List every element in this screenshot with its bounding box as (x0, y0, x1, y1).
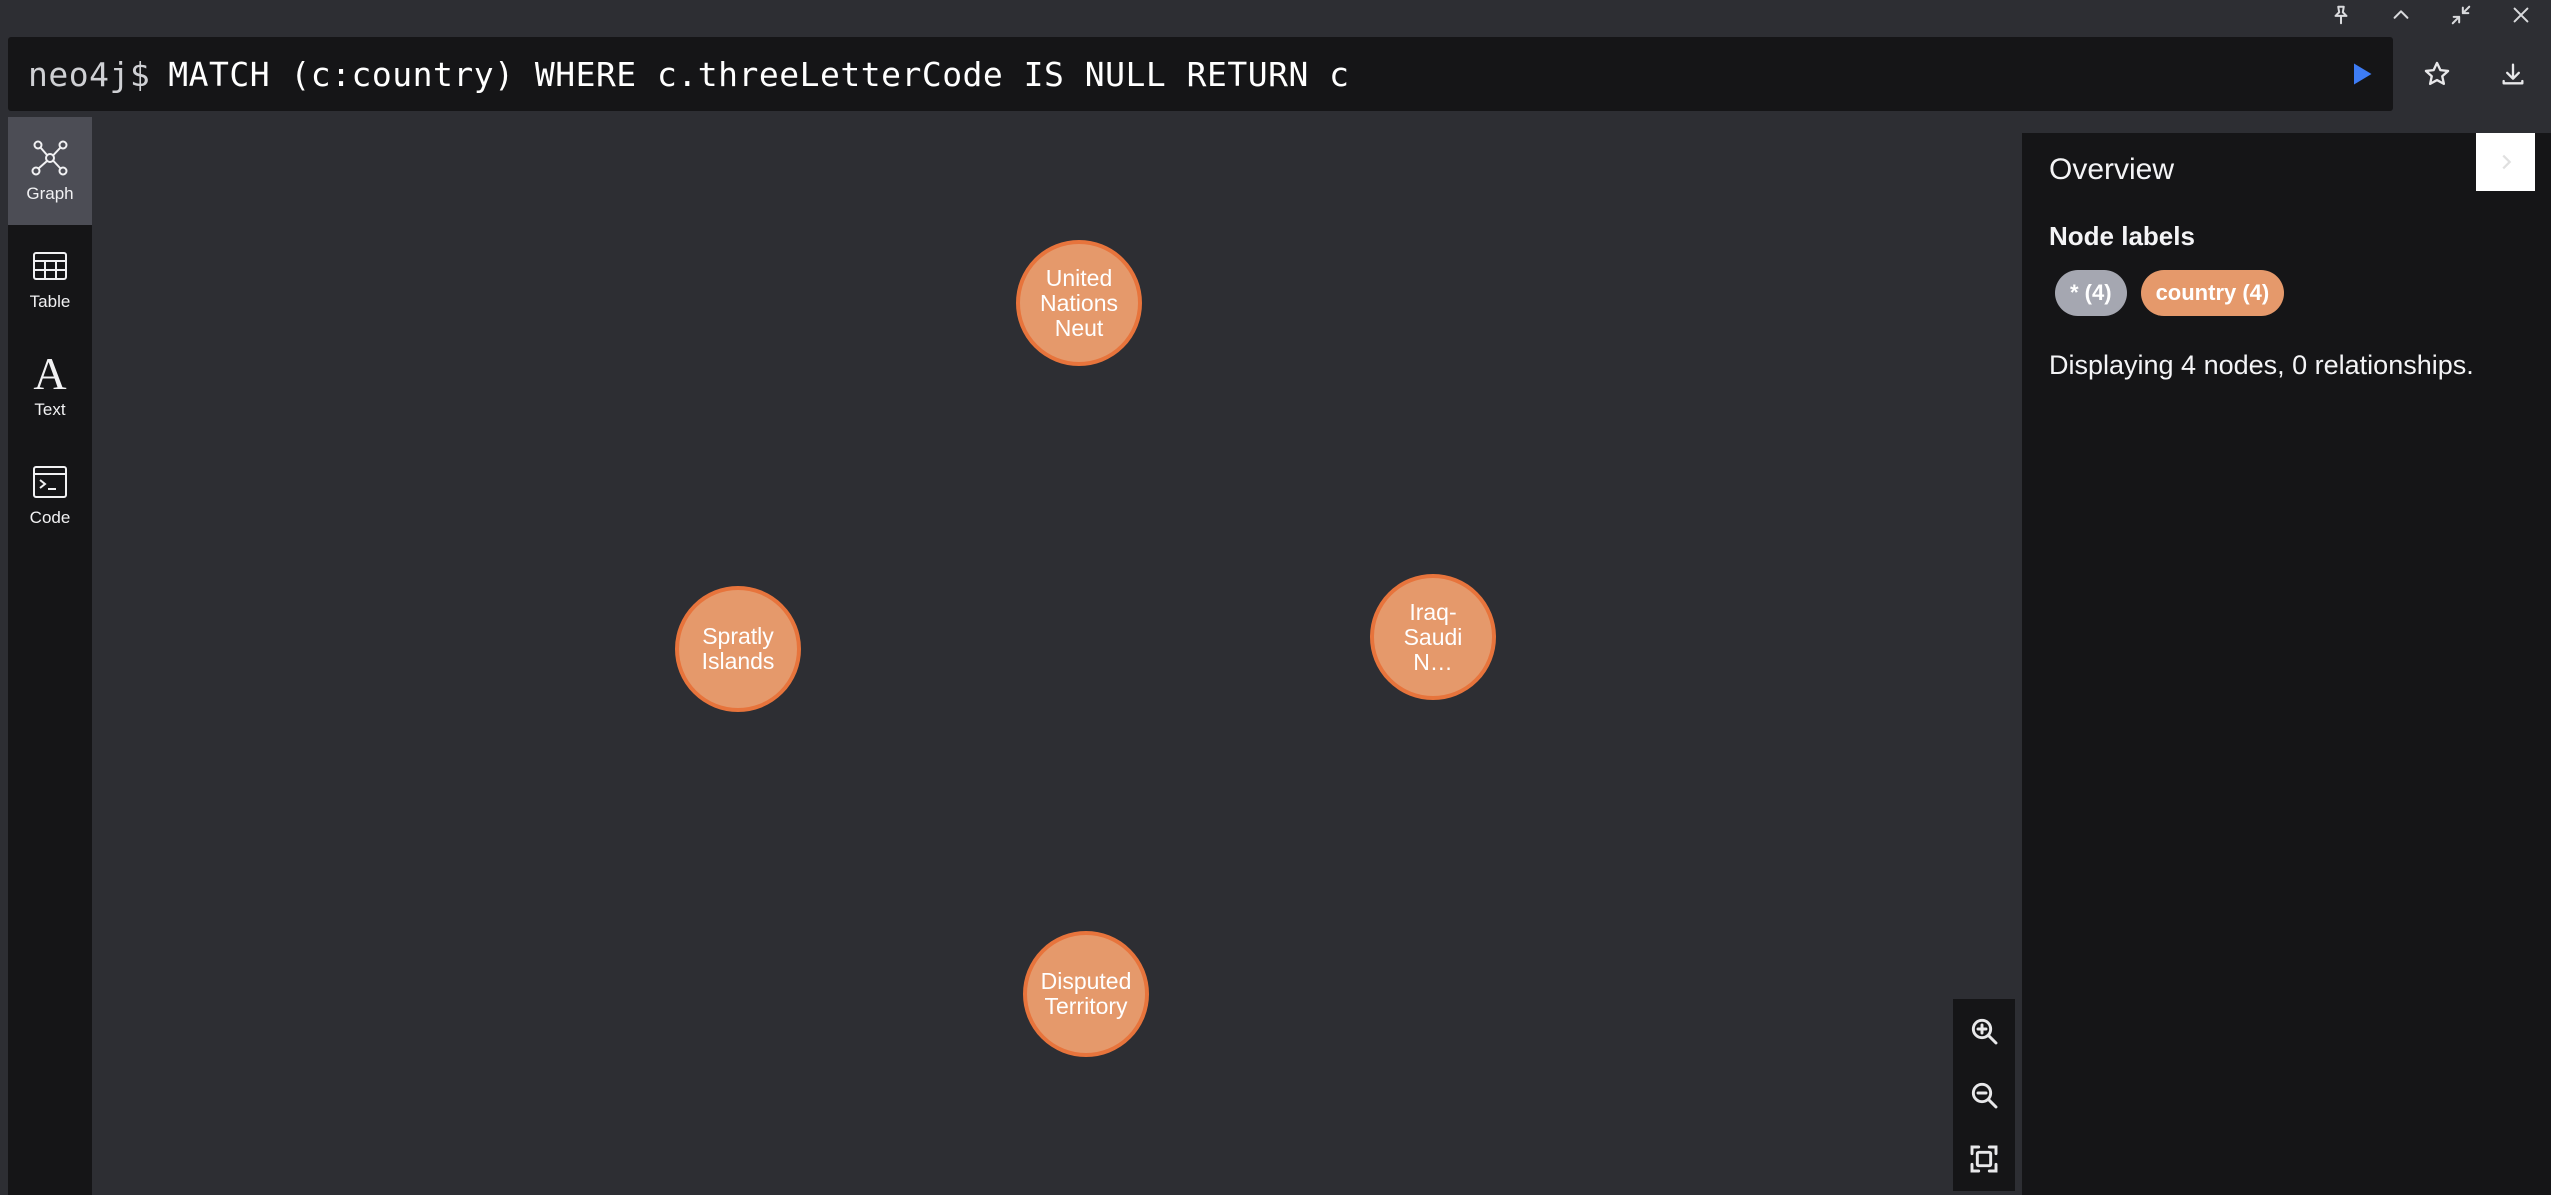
run-button[interactable] (2323, 37, 2399, 111)
download-button[interactable] (2475, 37, 2551, 111)
graph-icon (31, 140, 68, 176)
sidebar-label-code: Code (29, 508, 71, 527)
overview-panel: Overview Node labels * (4) country (4) D… (2022, 133, 2551, 1195)
collapse-overview-button[interactable] (2476, 133, 2535, 191)
sidebar-label-text: Text (34, 400, 66, 419)
graph-node[interactable]: Iraq-Saudi N… (1370, 574, 1496, 700)
download-icon (2502, 63, 2524, 85)
overview-title: Overview (2049, 153, 2175, 186)
sidebar-label-graph: Graph (26, 184, 74, 203)
collapse-frame-button[interactable] (2371, 0, 2431, 30)
node-label-chips: * (4) country (4) (2055, 270, 2551, 316)
zoom-out-icon (1971, 1082, 1998, 1109)
zoom-in-icon (1971, 1018, 1998, 1045)
query-text[interactable]: MATCH (c:country) WHERE c.threeLetterCod… (168, 54, 1350, 94)
close-icon (2513, 7, 2529, 23)
fit-to-screen-button[interactable] (1953, 1127, 2015, 1191)
zoom-out-button[interactable] (1953, 1063, 2015, 1127)
node-labels-heading: Node labels (2049, 221, 2195, 251)
zoom-controls (1953, 999, 2015, 1191)
view-sidebar: Graph Table A Text Code (8, 117, 92, 1195)
sidebar-item-graph[interactable]: Graph (8, 117, 92, 225)
graph-node[interactable]: Disputed Territory (1023, 931, 1149, 1057)
text-icon: A (33, 348, 67, 399)
table-icon (33, 252, 67, 280)
zoom-in-button[interactable] (1953, 999, 2015, 1063)
graph-node[interactable]: Spratly Islands (675, 586, 801, 712)
close-button[interactable] (2491, 0, 2551, 30)
graph-canvas[interactable]: United Nations Neut Spratly Islands Iraq… (92, 117, 2022, 1195)
chip-all-nodes[interactable]: * (4) (2055, 270, 2127, 316)
node-caption: Disputed Territory (1040, 968, 1132, 1019)
chip-country[interactable]: country (4) (2140, 270, 2285, 316)
node-caption: Spratly Islands (701, 623, 775, 674)
sidebar-item-table[interactable]: Table (8, 225, 92, 333)
node-caption: United Nations Neut (1040, 264, 1118, 341)
pin-icon (2334, 5, 2348, 25)
graph-node[interactable]: United Nations Neut (1016, 240, 1142, 366)
star-icon (2424, 61, 2450, 86)
sidebar-label-table: Table (29, 292, 71, 311)
chevron-right-icon (2501, 154, 2511, 170)
play-icon (2354, 63, 2372, 85)
code-icon (33, 466, 67, 498)
query-editor[interactable]: neo4j$ MATCH (c:country) WHERE c.threeLe… (8, 37, 2393, 111)
overview-status: Displaying 4 nodes, 0 relationships. (2049, 350, 2474, 380)
favorite-button[interactable] (2399, 37, 2475, 111)
editor-actions (2323, 37, 2551, 111)
pin-button[interactable] (2311, 0, 2371, 30)
editor-prompt: neo4j$ (28, 54, 151, 94)
minimize-arrows-icon (2451, 5, 2471, 25)
node-caption: Iraq-Saudi N… (1403, 598, 1463, 675)
sidebar-item-text[interactable]: A Text (8, 333, 92, 441)
minimize-button[interactable] (2431, 0, 2491, 30)
sidebar-item-code[interactable]: Code (8, 441, 92, 549)
fit-screen-icon (1970, 1145, 1998, 1173)
chevron-up-icon (2393, 10, 2409, 19)
window-controls (2311, 0, 2551, 30)
